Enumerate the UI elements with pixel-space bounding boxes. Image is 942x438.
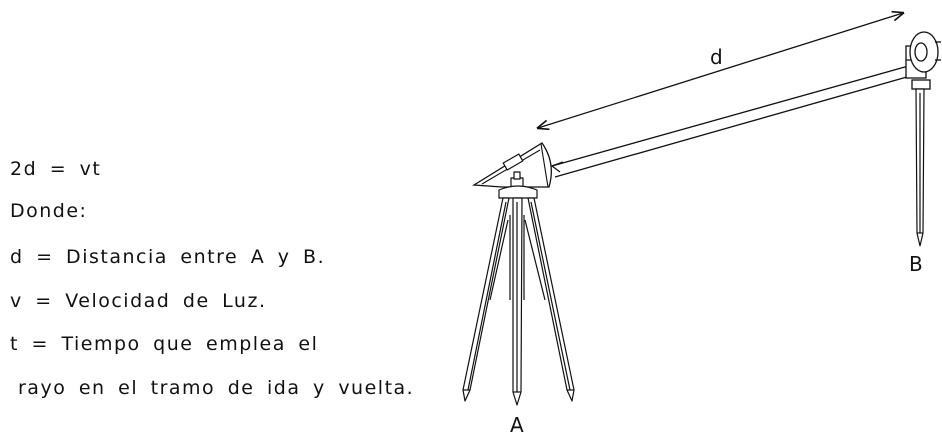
prism-pole-b (915, 88, 925, 247)
definition-v: v = Velocidad de Luz. (10, 290, 267, 312)
reflector-b (905, 31, 941, 90)
definition-t-line2: rayo en el tramo de ida y vuelta. (18, 377, 415, 399)
distance-arrow (538, 13, 903, 128)
point-b-label: B (909, 252, 923, 276)
light-beam (550, 64, 915, 178)
emitter-head (471, 142, 552, 188)
tripod-a (462, 171, 575, 406)
definition-d: d = Distancia entre A y B. (10, 246, 326, 268)
distance-label: d (710, 45, 723, 69)
definition-t-line1: t = Tiempo que emplea el (10, 333, 319, 355)
formula-equation: 2d = vt (10, 158, 102, 180)
formula-where-label: Donde: (10, 200, 88, 222)
point-a-label: A (510, 413, 524, 437)
